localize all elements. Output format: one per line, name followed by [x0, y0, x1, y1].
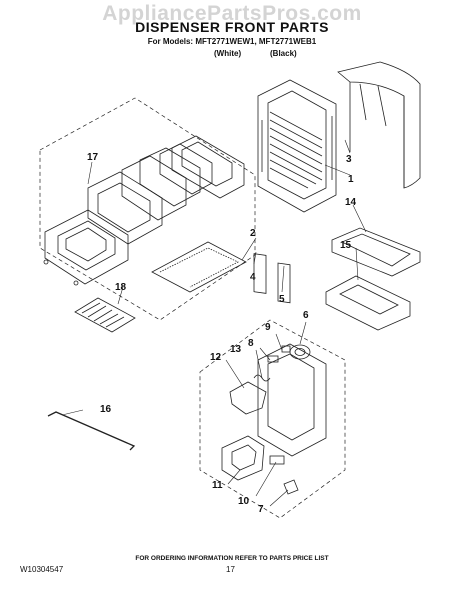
part-15-tray-grille	[325, 275, 411, 331]
part-6-motor	[289, 344, 311, 360]
part-5-filter	[277, 262, 291, 304]
part-17-bezel	[43, 209, 129, 286]
callout-7: 7	[258, 504, 264, 515]
part-8-switch	[267, 355, 279, 363]
callout-10: 10	[238, 496, 250, 507]
callout-17: 17	[87, 152, 99, 163]
part-12-chute	[229, 381, 267, 415]
watermark: AppliancePartsPros.com	[102, 2, 362, 25]
color-black-label: (Black)	[270, 49, 297, 58]
group-outline-display	[39, 97, 256, 321]
callout-14: 14	[345, 197, 357, 208]
part-1-housing	[257, 79, 337, 213]
page-number: 17	[226, 565, 235, 574]
page-title: DISPENSER FRONT PARTS	[135, 19, 329, 35]
callout-4: 4	[250, 272, 256, 283]
leader-lines	[61, 139, 367, 507]
callout-8: 8	[248, 338, 254, 349]
ordering-note: FOR ORDERING INFORMATION REFER TO PARTS …	[135, 555, 329, 562]
callout-2: 2	[250, 228, 256, 239]
part-2-light-strip	[151, 241, 247, 293]
callout-15: 15	[340, 240, 352, 251]
part-display-frame	[87, 171, 163, 245]
part-11-paddle	[221, 435, 265, 481]
models-line: For Models: MFT2771WEW1, MFT2771WEB1	[147, 37, 317, 46]
callout-16: 16	[100, 404, 112, 415]
callout-11: 11	[212, 480, 223, 491]
part-16-rod	[47, 411, 136, 451]
callout-numbers: 1 2 3 4 5 6 7 8 9 10 11 12 13 14 15 16 1…	[87, 152, 357, 515]
callout-3: 3	[346, 154, 352, 165]
callout-18: 18	[115, 282, 127, 293]
callout-13: 13	[230, 344, 242, 355]
part-14-drip-tray	[331, 227, 421, 277]
part-9-actuator	[281, 345, 291, 353]
callout-12: 12	[210, 352, 222, 363]
part-control-boards	[121, 135, 245, 221]
part-3-back-panel	[337, 61, 421, 189]
part-18-grille	[74, 297, 136, 333]
group-outline-dispenser	[199, 319, 346, 519]
part-10-switch	[269, 455, 285, 465]
part-4-filter	[253, 253, 267, 294]
part-7-cap	[283, 479, 299, 495]
callout-1: 1	[348, 174, 354, 185]
document-number: W10304547	[20, 565, 64, 574]
callout-5: 5	[279, 294, 285, 305]
callout-9: 9	[265, 322, 271, 333]
color-white-label: (White)	[214, 49, 242, 58]
callout-6: 6	[303, 310, 309, 321]
